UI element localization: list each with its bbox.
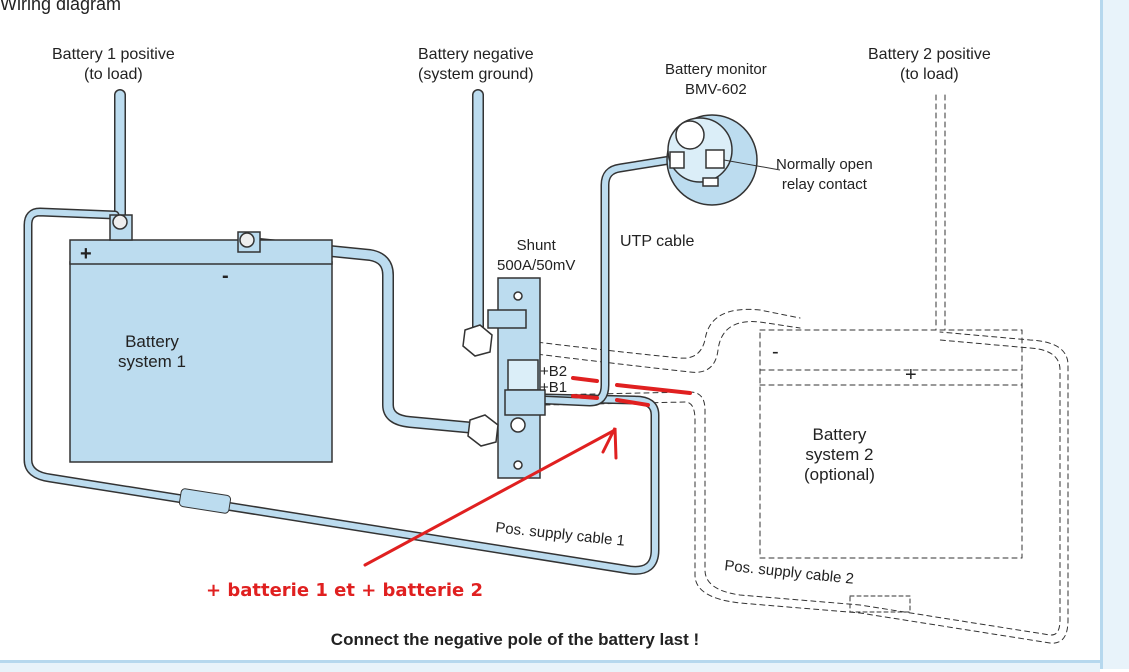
label-battery-negative: Battery negative(system ground): [418, 46, 534, 83]
label-battery2-positive: Battery 2 positive(to load): [868, 46, 991, 83]
shunt: [462, 277, 546, 479]
red-annotation-text: + batterie 1 et + batterie 2: [206, 580, 484, 601]
battery1: [69, 214, 333, 463]
battery1-plus: +: [80, 243, 92, 265]
red-annotation-arrow: [363, 376, 692, 567]
fuse-holder-1: [178, 488, 232, 514]
fuse-holder-2: [849, 595, 911, 613]
battery2-cables: [519, 94, 1069, 644]
label-utp-cable: UTP cable: [620, 233, 695, 250]
battery2-body: [759, 329, 1023, 559]
label-b1: +B1: [540, 379, 568, 396]
battery1-minus: -: [222, 265, 229, 287]
label-battery1-positive: Battery 1 positive(to load): [52, 46, 175, 83]
footer-warning: Connect the negative pole of the battery…: [330, 630, 700, 649]
battery2-plus: +: [905, 364, 917, 386]
battery2-minus: -: [772, 341, 779, 363]
label-b2: +B2: [540, 363, 568, 380]
battery-monitor: [666, 114, 781, 206]
diagram-title: Wiring diagram: [0, 0, 122, 14]
page-border-right: [1100, 0, 1129, 669]
